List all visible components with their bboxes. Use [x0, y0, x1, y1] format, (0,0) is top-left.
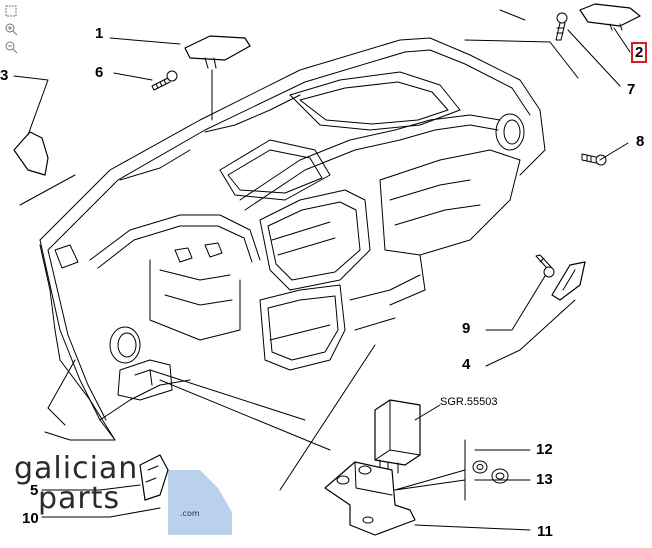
callout-10[interactable]: 10 [22, 510, 39, 527]
watermark-line-2: parts [38, 481, 121, 516]
callout-8[interactable]: 8 [636, 133, 645, 150]
watermark-car-icon [168, 470, 232, 535]
watermark-line-1: galician [14, 451, 139, 486]
callout-11[interactable]: 11 [537, 523, 553, 540]
callout-1[interactable]: 1 [95, 25, 104, 42]
callout-5[interactable]: 5 [30, 482, 39, 499]
dashboard-body [39, 37, 546, 441]
part-3-side-cover [13, 131, 49, 176]
zoom-out-icon[interactable] [4, 40, 18, 54]
part-9-screw [535, 254, 555, 278]
callout-7[interactable]: 7 [627, 81, 636, 98]
part-6-screw [151, 70, 178, 91]
relay-part [374, 399, 421, 474]
callout-3[interactable]: 3 [0, 67, 9, 84]
part-4-clip [551, 261, 586, 301]
viewer-toolbar [4, 4, 20, 54]
callout-9[interactable]: 9 [462, 320, 471, 337]
leader-lines [13, 9, 631, 531]
zoom-in-icon[interactable] [4, 22, 18, 36]
watermark-suffix: .com [180, 509, 200, 518]
callout-12[interactable]: 12 [536, 441, 553, 458]
callout-6[interactable]: 6 [95, 64, 104, 81]
part-5-bracket [139, 454, 169, 501]
part-1-cover [184, 35, 251, 69]
part-7-screw [555, 12, 568, 41]
callout-13[interactable]: 13 [536, 471, 553, 488]
callout-2[interactable]: 2 [630, 42, 648, 63]
part-13-nut [491, 468, 509, 484]
part-2-cover [579, 3, 641, 31]
part-8-screw [581, 153, 607, 166]
reference-code-label[interactable]: SGR.55503 [440, 396, 498, 408]
part-11-bracket [324, 461, 416, 536]
fit-page-icon[interactable] [4, 4, 18, 18]
callout-4[interactable]: 4 [462, 356, 471, 373]
part-12-washer [472, 460, 488, 474]
